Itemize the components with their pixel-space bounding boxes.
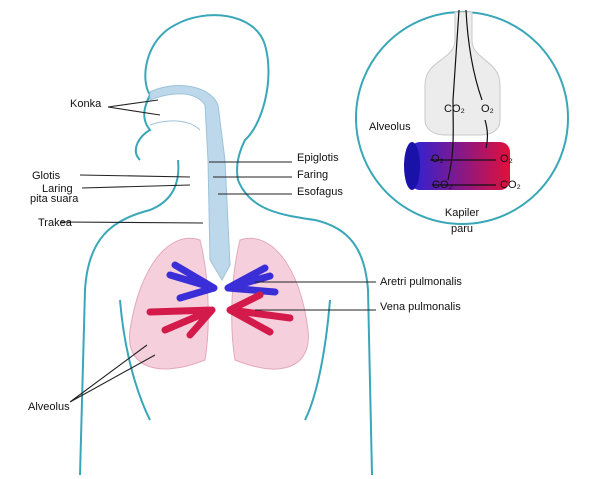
label-pita-suara: pita suara — [30, 193, 79, 205]
label-alveolus: Alveolus — [28, 401, 70, 413]
label-laring: Laring — [42, 183, 73, 195]
inset-co2-right: CO₂ — [500, 179, 521, 191]
label-konka: Konka — [70, 98, 102, 110]
inset-co2-top: CO₂ — [444, 103, 465, 115]
inset-label-paru: paru — [451, 223, 473, 235]
label-epiglotis: Epiglotis — [297, 152, 339, 164]
inset-o2-top: O₂ — [481, 103, 494, 115]
airway — [149, 85, 231, 282]
inset-label-alveolus: Alveolus — [369, 121, 411, 133]
inset-o2-left: O₂ — [431, 153, 444, 165]
leader-lines — [59, 99, 437, 403]
inset-o2-right: O₂ — [500, 153, 513, 165]
label-arteri-pulmonalis: Aretri pulmonalis — [380, 276, 462, 288]
pulmonary-veins — [146, 291, 294, 339]
label-faring: Faring — [297, 169, 328, 181]
body-outline — [79, 14, 373, 476]
pulmonary-arteries — [166, 261, 279, 302]
alveolus-inset: CO₂ O₂ Alveolus O₂ O₂ CO₂ CO₂ Kapiler pa… — [355, 9, 569, 235]
label-vena-pulmonalis: Vena pulmonalis — [380, 301, 461, 313]
label-glotis: Glotis — [32, 170, 61, 182]
label-trakea: Trakea — [38, 217, 73, 229]
inset-co2-left: CO₂ — [432, 179, 453, 191]
label-esofagus: Esofagus — [297, 186, 343, 198]
inset-label-kapiler: Kapiler — [445, 207, 480, 219]
